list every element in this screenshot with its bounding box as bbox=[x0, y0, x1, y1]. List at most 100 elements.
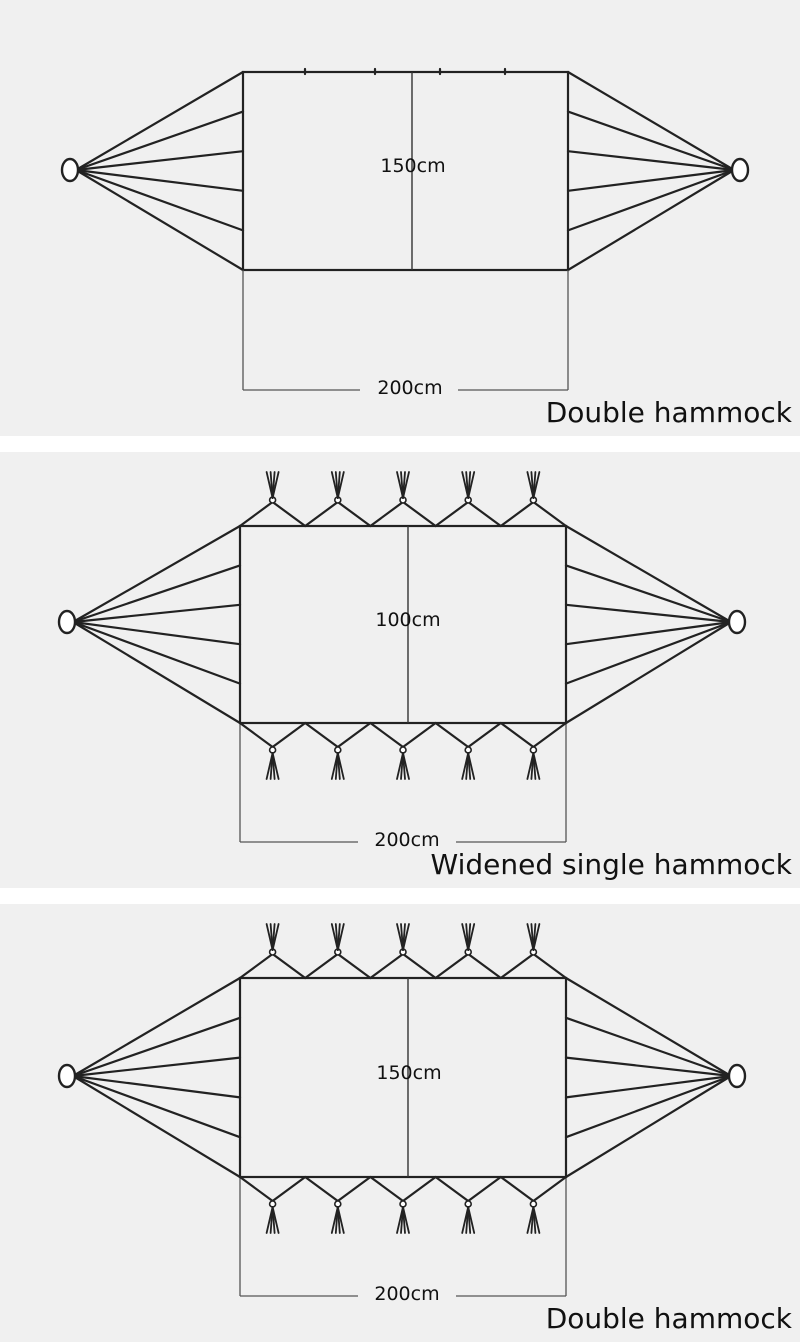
tassel-strand-top bbox=[532, 923, 541, 951]
tassel-zigzag-top bbox=[304, 500, 372, 528]
tassel-knot-bottom bbox=[333, 746, 342, 754]
width-label-2: 200cm bbox=[374, 829, 440, 851]
ring-left bbox=[60, 157, 80, 183]
rope-right bbox=[564, 1074, 733, 1179]
rope-left bbox=[71, 524, 242, 624]
tassel-zigzag-bottom bbox=[499, 1175, 568, 1203]
rope-left bbox=[71, 1016, 242, 1078]
rope-right bbox=[564, 976, 733, 1078]
rope-left bbox=[71, 1074, 242, 1139]
tassel-zigzag-bottom bbox=[238, 721, 307, 749]
tassel-zigzag-top bbox=[238, 500, 307, 528]
rope-left bbox=[71, 620, 242, 646]
rope-right bbox=[564, 1016, 733, 1078]
rope-left bbox=[71, 976, 242, 1078]
rope-right bbox=[566, 168, 736, 272]
hammock-bed bbox=[238, 976, 568, 1179]
ring-left bbox=[57, 1063, 77, 1089]
ring-right bbox=[727, 609, 747, 635]
tassel-zigzag-top bbox=[369, 952, 437, 980]
tassel-strand-top bbox=[271, 923, 280, 951]
tassel-zigzag-bottom bbox=[369, 1175, 437, 1203]
tassel-knot-bottom bbox=[268, 1200, 277, 1208]
tassel-strand-bottom bbox=[336, 1206, 345, 1234]
rope-left bbox=[74, 168, 245, 192]
caption-2: Widened single hammock bbox=[430, 848, 792, 881]
rope-left bbox=[71, 620, 242, 725]
tassel-strand-top bbox=[336, 923, 345, 951]
rope-right bbox=[566, 110, 736, 172]
hammock-bed bbox=[241, 70, 570, 272]
rope-right bbox=[566, 168, 736, 232]
tassel-strand-bottom bbox=[271, 752, 280, 780]
hammock-diagram-3 bbox=[57, 923, 747, 1297]
rope-left bbox=[71, 603, 242, 624]
width-label-3: 200cm bbox=[374, 1283, 440, 1305]
rope-left bbox=[74, 70, 245, 172]
tassel-strand-bottom bbox=[336, 752, 345, 780]
tassel-knot-bottom bbox=[464, 1200, 473, 1208]
tassel-strand-bottom bbox=[467, 1206, 476, 1234]
tassel-zigzag-top bbox=[499, 952, 568, 980]
tassel-knot-bottom bbox=[529, 1200, 538, 1208]
tassel-zigzag-top bbox=[434, 952, 502, 980]
tassel-strand-bottom bbox=[402, 752, 410, 780]
rope-left bbox=[71, 1056, 242, 1078]
tassel-zigzag-bottom bbox=[304, 1175, 372, 1203]
rope-left bbox=[74, 150, 245, 172]
caption-1: Double hammock bbox=[545, 396, 792, 429]
tassel-strand-top bbox=[402, 923, 410, 951]
tassel-knot-bottom bbox=[464, 746, 473, 754]
tassel-strand-bottom bbox=[402, 1206, 410, 1234]
rope-right bbox=[564, 564, 733, 624]
rope-left bbox=[74, 110, 245, 172]
tassel-strand-top bbox=[467, 471, 476, 499]
tassel-strand-top bbox=[532, 471, 541, 499]
rope-right bbox=[566, 168, 736, 192]
tassel-knot-bottom bbox=[399, 746, 407, 754]
tassel-strand-top bbox=[336, 471, 345, 499]
tassel-zigzag-bottom bbox=[434, 1175, 502, 1203]
ring-right bbox=[730, 157, 750, 183]
tassel-strand-bottom bbox=[271, 1206, 280, 1234]
tassel-knot-bottom bbox=[399, 1200, 407, 1208]
rope-right bbox=[564, 620, 733, 725]
rope-left bbox=[71, 1074, 242, 1099]
height-label-3: 150cm bbox=[376, 1062, 442, 1084]
tassel-knot-bottom bbox=[268, 746, 277, 754]
tassel-zigzag-bottom bbox=[238, 1175, 307, 1203]
ring-left bbox=[57, 609, 77, 635]
hammock-bed bbox=[238, 524, 568, 725]
hammock-diagram-1 bbox=[60, 67, 750, 391]
hammock-diagram-2 bbox=[57, 471, 747, 843]
rope-right bbox=[564, 1056, 733, 1078]
rope-right bbox=[564, 524, 733, 624]
tassel-zigzag-top bbox=[499, 500, 568, 528]
rope-left bbox=[71, 1074, 242, 1179]
rope-right bbox=[566, 150, 736, 172]
height-label-2: 100cm bbox=[375, 609, 441, 631]
tassel-zigzag-bottom bbox=[369, 721, 437, 749]
tassel-zigzag-bottom bbox=[434, 721, 502, 749]
rope-right bbox=[564, 620, 733, 685]
rope-right bbox=[564, 1074, 733, 1099]
rope-left bbox=[74, 168, 245, 272]
tassel-strand-top bbox=[271, 471, 280, 499]
ring-right bbox=[727, 1063, 747, 1089]
tassel-zigzag-top bbox=[369, 500, 437, 528]
hammock-panel-3: 150cm 200cm Double hammock bbox=[0, 904, 800, 1342]
height-label-1: 150cm bbox=[380, 155, 446, 177]
hammock-panel-1: 150cm 200cm Double hammock bbox=[0, 0, 800, 436]
caption-3: Double hammock bbox=[545, 1302, 792, 1335]
rope-right bbox=[564, 1074, 733, 1139]
rope-left bbox=[74, 168, 245, 232]
rope-left bbox=[71, 620, 242, 685]
width-label-1: 200cm bbox=[377, 377, 443, 399]
tassel-strand-top bbox=[467, 923, 476, 951]
rope-right bbox=[564, 620, 733, 646]
tassel-knot-bottom bbox=[333, 1200, 342, 1208]
tassel-knot-bottom bbox=[529, 746, 538, 754]
rope-right bbox=[566, 70, 736, 172]
tassel-strand-bottom bbox=[467, 752, 476, 780]
rope-right bbox=[564, 603, 733, 624]
